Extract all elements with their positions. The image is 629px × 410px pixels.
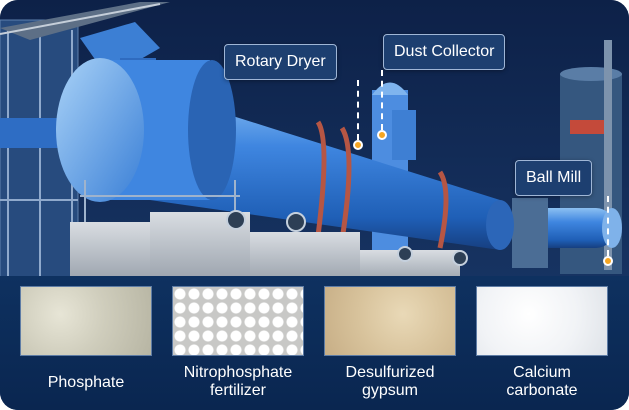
dust-collector-label: Dust Collector: [394, 43, 495, 60]
nitrophosphate-fertilizer-label-line1: Nitrophosphate: [183, 364, 293, 381]
phosphate-label-line1: Phosphate: [47, 374, 125, 391]
rotary-dryer-callout: Rotary Dryer: [224, 44, 337, 80]
calcium-carbonate-label: Calcium carbonate: [467, 364, 617, 400]
ball-mill-callout: Ball Mill: [515, 160, 593, 196]
nitrophosphate-fertilizer-swatch: [172, 286, 304, 356]
calcium-carbonate-swatch: [476, 286, 608, 356]
phosphate-label: Phosphate: [11, 374, 161, 392]
rotary-dryer-leader-line: [357, 80, 359, 140]
nitrophosphate-fertilizer-label-line2: fertilizer: [209, 382, 266, 399]
calcium-carbonate-label-line2: carbonate: [506, 382, 578, 399]
dust-collector-marker: [377, 130, 387, 140]
dust-collector-callout: Dust Collector: [383, 34, 506, 70]
rotary-dryer-label: Rotary Dryer: [235, 53, 326, 70]
phosphate-swatch: [20, 286, 152, 356]
desulfurized-gypsum-label: Desulfurized gypsum: [315, 364, 465, 400]
calcium-carbonate-label-line1: Calcium: [513, 364, 571, 381]
nitrophosphate-fertilizer-label: Nitrophosphate fertilizer: [163, 364, 313, 400]
ball-mill-label: Ball Mill: [526, 169, 582, 186]
dust-collector-leader-line: [381, 70, 383, 130]
desulfurized-gypsum-label-line1: Desulfurized: [345, 364, 435, 381]
desulfurized-gypsum-swatch: [324, 286, 456, 356]
ball-mill-leader-line: [607, 196, 609, 256]
rotary-dryer-marker: [353, 140, 363, 150]
desulfurized-gypsum-label-line2: gypsum: [361, 382, 419, 399]
ball-mill-marker: [603, 256, 613, 266]
